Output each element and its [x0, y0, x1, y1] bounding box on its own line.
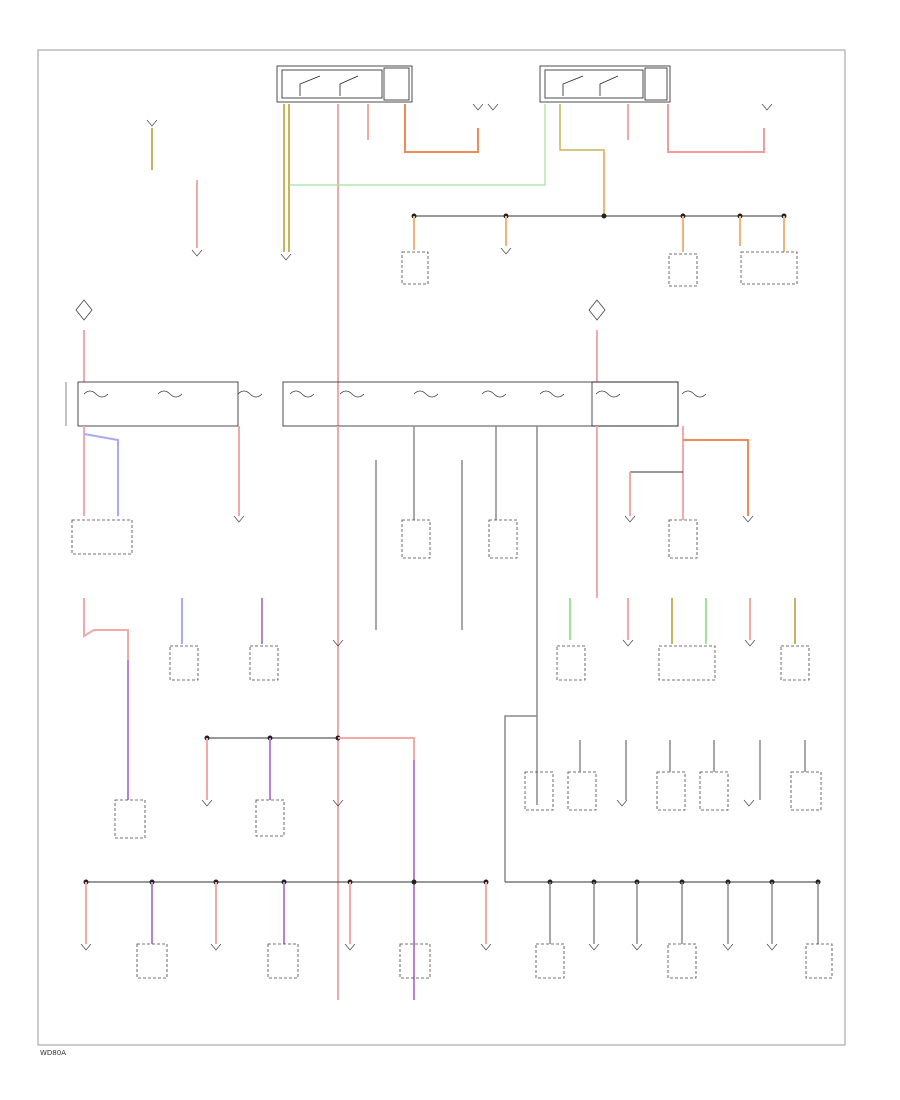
- relay-box-left: [276, 65, 413, 103]
- bus-bottom-right: [505, 879, 821, 885]
- diagram-code: WD80A: [40, 1049, 67, 1057]
- connectors-row5: [80, 943, 778, 951]
- components-row4: [114, 771, 822, 839]
- bus-bottom-right-drops: [549, 882, 819, 944]
- components-row5: [136, 943, 833, 979]
- bus-bottom-left: [83, 879, 489, 885]
- connectors-row3: [332, 639, 756, 647]
- fuse-symbols: [83, 390, 707, 398]
- connectors-row4: [201, 799, 755, 807]
- relay-box-right: [539, 65, 671, 103]
- bus-top: [411, 213, 787, 219]
- top-wires: [151, 104, 765, 428]
- row4-right-wires: [504, 715, 806, 882]
- components-row3: [169, 645, 810, 681]
- connectors-row1: [191, 247, 512, 261]
- row3-wires: [83, 598, 796, 800]
- fuse-outputs: [83, 426, 749, 1000]
- components-row2: [71, 519, 698, 559]
- fuse-box: [65, 381, 679, 427]
- bus-mid: [204, 735, 415, 1000]
- top-connectors: [146, 103, 773, 127]
- diamond-connectors: [75, 299, 606, 321]
- diagram-border: [37, 49, 846, 1046]
- bus-top-drops: [413, 216, 785, 252]
- bus-bottom-left-drops: [85, 882, 487, 944]
- connectors-row2: [233, 515, 754, 523]
- diamond-wires: [83, 330, 598, 382]
- components-row1: [401, 251, 798, 287]
- bus-mid-drops: [206, 738, 339, 800]
